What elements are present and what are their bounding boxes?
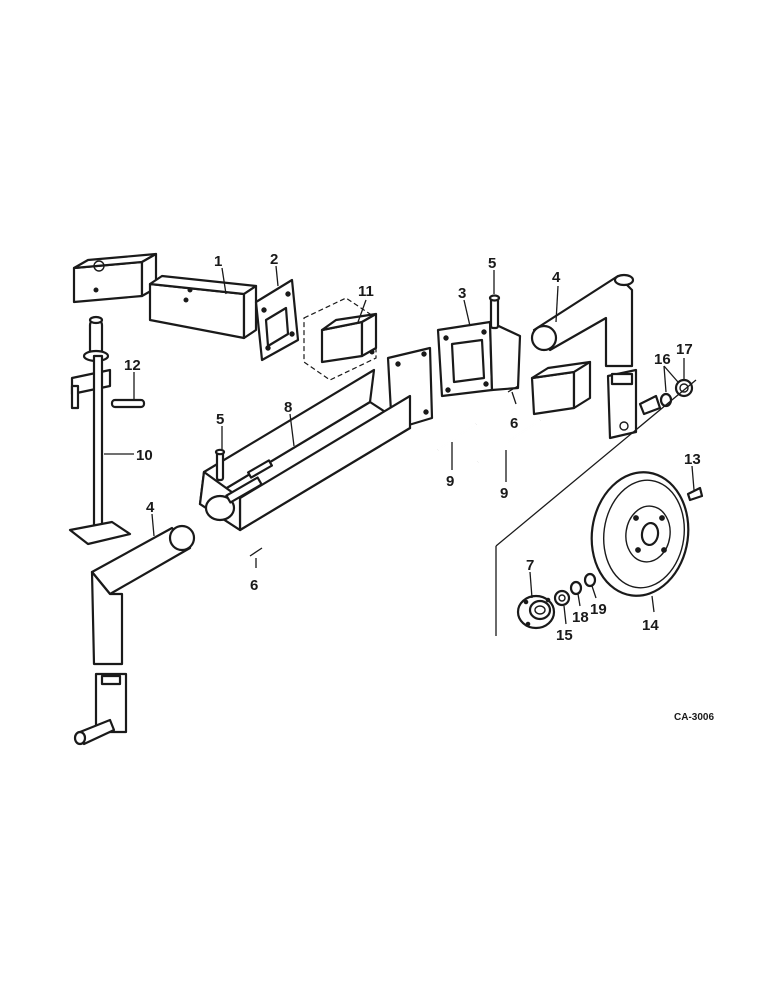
part-11-block: [303, 297, 378, 381]
part-6-cotter-lower: [249, 547, 263, 557]
part-5-pin-upper: [488, 294, 501, 330]
callout-6-lower: 6: [250, 577, 258, 594]
part-1-tongue-tube: [72, 252, 258, 340]
part-12-pin: [110, 398, 146, 409]
part-14-wheel-rim: [590, 471, 690, 597]
part-18-washer: [569, 580, 583, 596]
callout-15: 15: [556, 627, 573, 644]
callout-8: 8: [284, 399, 292, 416]
leader-lines: [104, 265, 695, 625]
part-4-spindle-arm-left: [73, 524, 196, 746]
callout-18: 18: [572, 609, 589, 626]
part-5-pin-lower: [214, 448, 226, 482]
callout-11: 11: [358, 283, 374, 300]
callout-7: 7: [526, 557, 534, 574]
callout-14: 14: [642, 617, 659, 634]
callout-9-right: 9: [500, 485, 508, 502]
callout-6-upper: 6: [510, 415, 518, 432]
drawing-reference: CA-3006: [674, 712, 714, 723]
part-9-stud-right: [477, 419, 541, 463]
callout-4-left: 4: [146, 499, 155, 516]
part-10-jack-stand: [68, 315, 132, 546]
callout-4-right: 4: [552, 269, 561, 286]
part-4-spindle-arm-right: [530, 273, 638, 440]
callout-5-upper: 5: [488, 255, 496, 272]
part-9-stud-left: [437, 423, 477, 451]
callout-12: 12: [124, 357, 141, 374]
callout-5-lower: 5: [216, 411, 224, 428]
callout-9-left: 9: [446, 473, 454, 490]
part-8-axle-tube: [198, 346, 434, 532]
wheel-group-frame: [495, 379, 697, 636]
callout-13: 13: [684, 451, 701, 468]
part-3-flange-plate: [436, 320, 522, 398]
spacer-block: [530, 360, 592, 416]
part-15-bearing: [553, 589, 571, 607]
part-2-mounting-plate: [254, 278, 300, 362]
callout-2: 2: [270, 251, 278, 268]
callout-3: 3: [458, 285, 466, 302]
part-17-seal: [674, 378, 694, 398]
part-13-valve-stem: [686, 486, 704, 502]
callout-17: 17: [676, 341, 693, 358]
callout-10: 10: [136, 447, 153, 464]
callout-19: 19: [590, 601, 607, 618]
part-7-hub: [516, 594, 556, 630]
part-19-hub-cap: [583, 572, 597, 588]
callout-16: 16: [654, 351, 671, 368]
callout-1: 1: [214, 253, 222, 270]
part-6-cotter-upper: [507, 385, 519, 393]
